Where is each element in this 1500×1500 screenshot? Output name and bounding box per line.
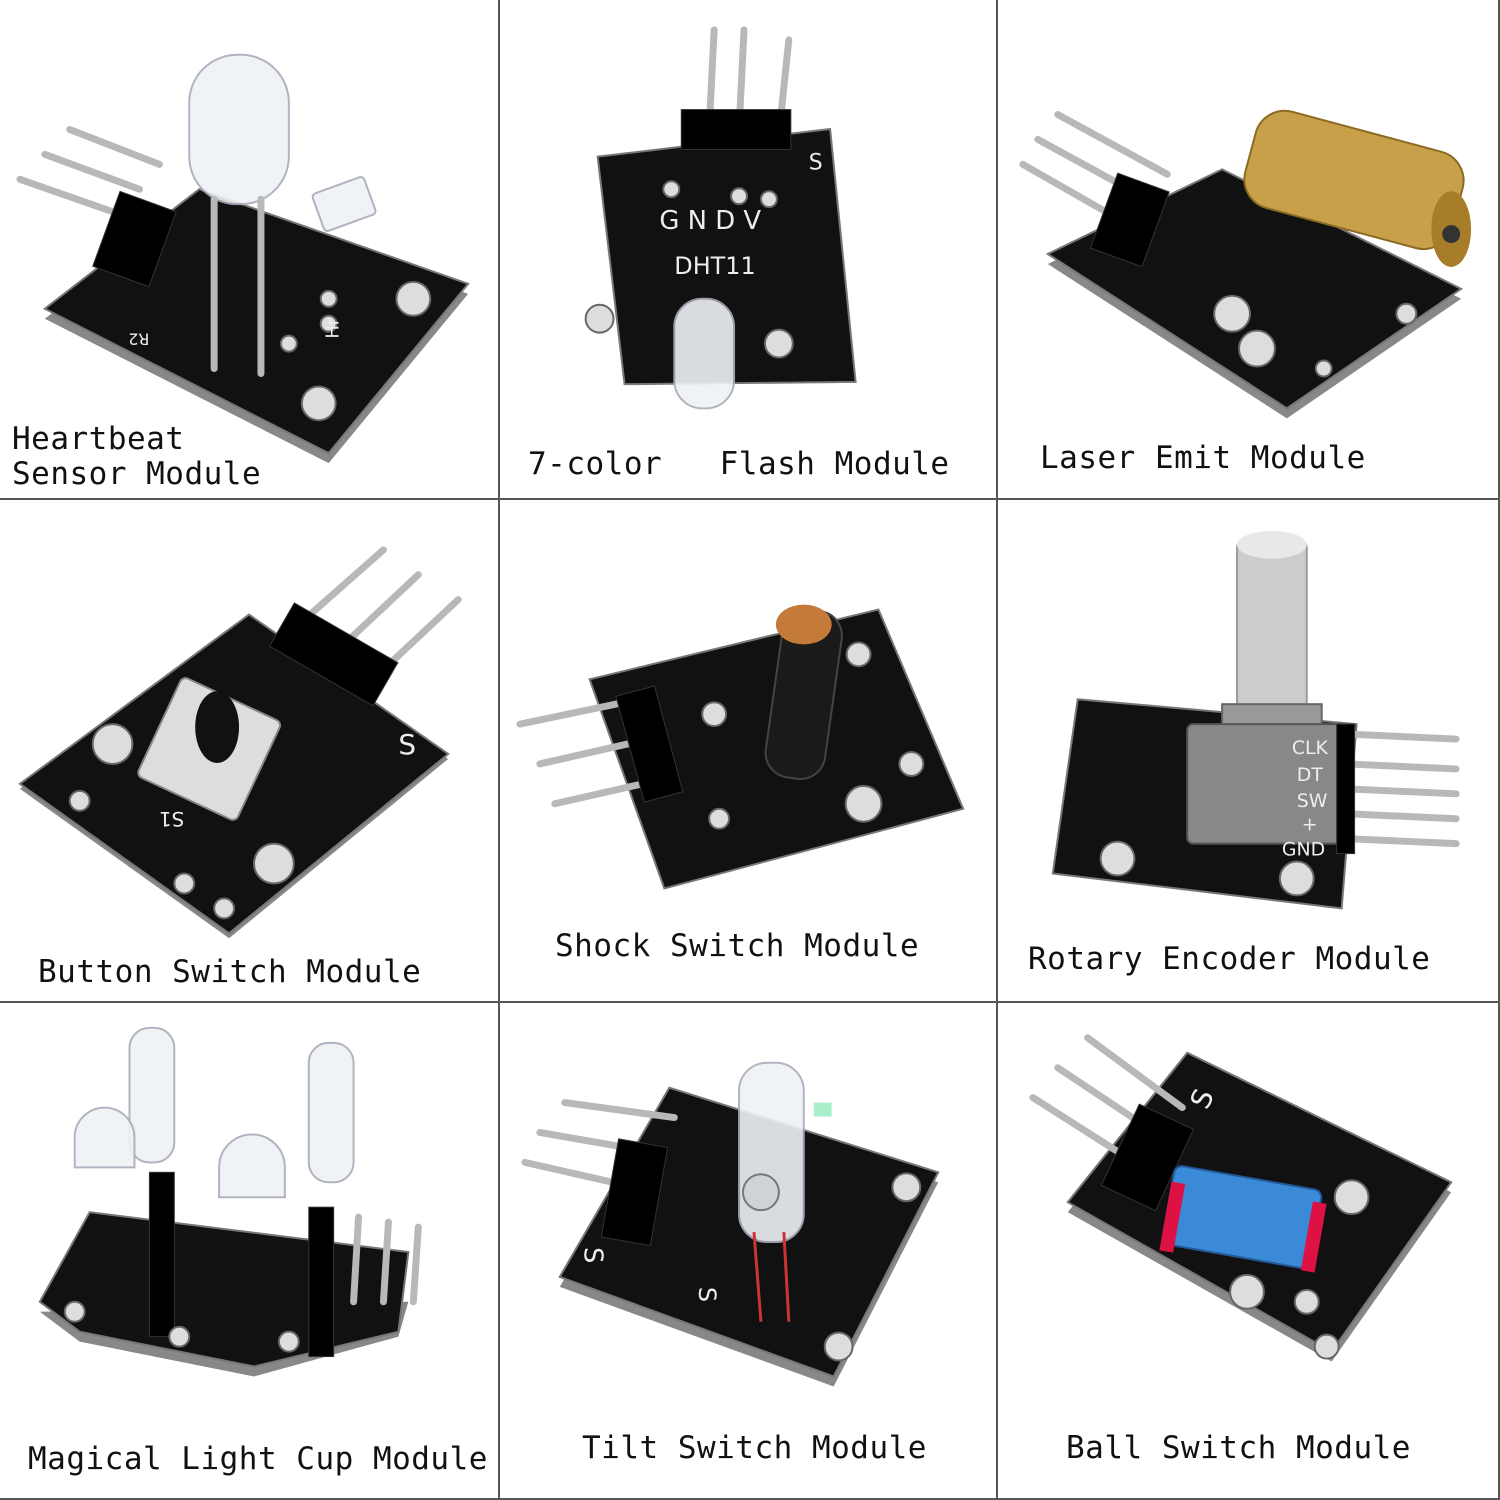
module-cell-shock: Shock Switch Module	[500, 500, 998, 1003]
caption-button: Button Switch Module	[38, 954, 422, 990]
encoder-label-gnd: GND	[1282, 839, 1325, 861]
svg-text:G N D V: G N D V	[659, 206, 761, 236]
svg-text:DHT11: DHT11	[674, 252, 755, 280]
svg-text:Hr: Hr	[323, 317, 344, 338]
encoder-label-clk: CLK	[1292, 737, 1329, 759]
svg-text:S1: S1	[159, 807, 184, 830]
caption-rotary: Rotary Encoder Module	[1028, 941, 1431, 977]
shock-module-photo	[516, 604, 965, 890]
caption-ball: Ball Switch Module	[1066, 1430, 1411, 1466]
ball-module-photo: S	[1029, 1034, 1453, 1362]
rotary-module-photo: CLK DT SW + GND	[1051, 530, 1460, 910]
magic-cup-module-photo	[38, 1026, 422, 1377]
svg-text:S: S	[809, 150, 823, 175]
encoder-label-sw: SW	[1297, 790, 1328, 812]
module-cell-ball: S Ball Switch Module	[998, 1003, 1500, 1500]
svg-text:S: S	[693, 1287, 721, 1302]
module-cell-button: S S1 Button Switch Module	[0, 500, 500, 1003]
heartbeat-module-photo: Hr R2	[16, 53, 470, 464]
svg-text:R2: R2	[128, 330, 149, 349]
flash-module-photo: G N D V DHT11 S	[584, 26, 857, 410]
svg-text:S: S	[398, 728, 416, 761]
caption-flash: 7-color Flash Module	[528, 446, 950, 482]
svg-text:S: S	[578, 1247, 608, 1263]
module-cell-tilt: S S Tilt Switch Module	[500, 1003, 998, 1500]
caption-heartbeat-line2: Sensor Module	[12, 456, 262, 492]
encoder-label-plus: +	[1302, 814, 1318, 836]
module-cell-rotary: CLK DT SW + GND Rotary Encoder Module	[998, 500, 1500, 1003]
caption-heartbeat-line1: Heartbeat	[12, 421, 185, 457]
caption-laser: Laser Emit Module	[1040, 440, 1366, 476]
button-module-photo: S S1	[18, 546, 462, 939]
encoder-label-dt: DT	[1297, 764, 1324, 786]
tilt-module-photo: S S	[521, 1061, 940, 1387]
module-cell-flash: G N D V DHT11 S 7-color Flash Module	[500, 0, 998, 500]
module-cell-heartbeat: Hr R2 Heartbeat Sensor Module	[0, 0, 500, 500]
module-cell-laser: Laser Emit Module	[998, 0, 1500, 500]
caption-tilt: Tilt Switch Module	[582, 1430, 927, 1466]
module-cell-magic-cup: Magical Light Cup Module	[0, 1003, 500, 1500]
laser-module-photo	[1019, 109, 1472, 419]
caption-magic-cup: Magical Light Cup Module	[28, 1441, 488, 1477]
caption-shock: Shock Switch Module	[555, 928, 920, 964]
